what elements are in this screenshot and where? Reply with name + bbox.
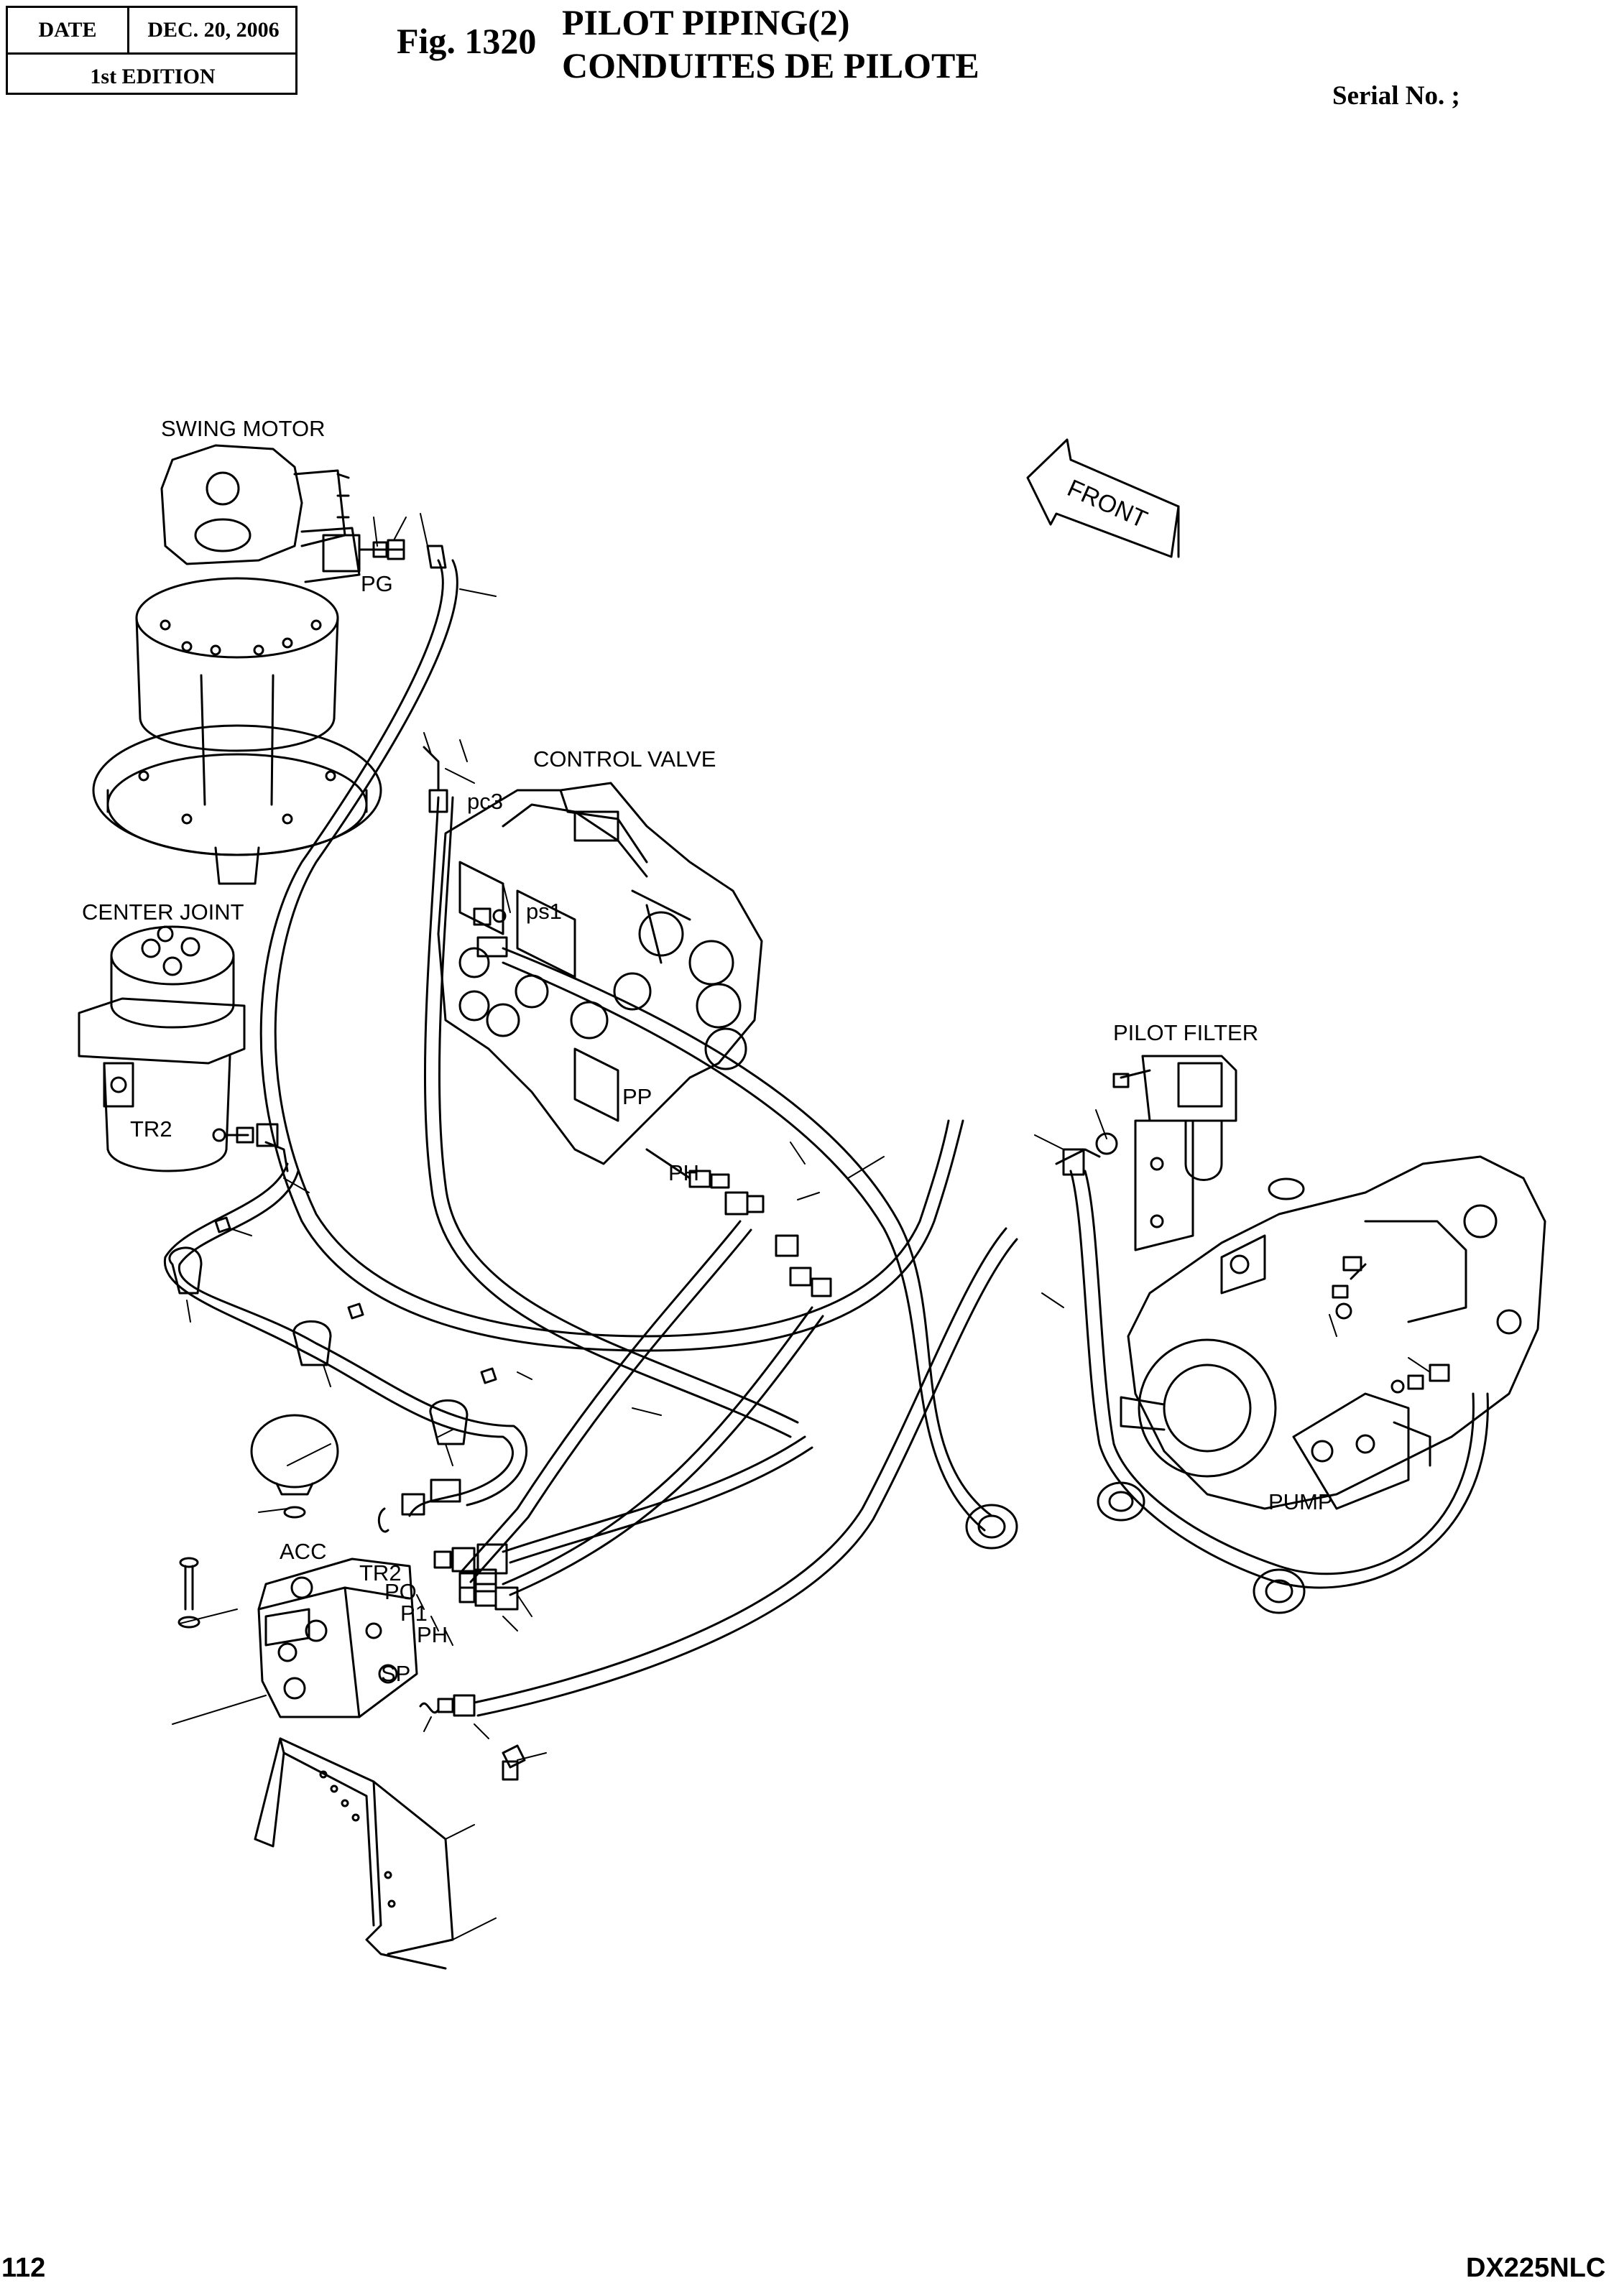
label-control-valve: CONTROL VALVE — [533, 746, 716, 772]
label-acc: ACC — [280, 1539, 326, 1564]
label-pc3: pc3 — [467, 789, 503, 814]
pilot-filter — [1112, 1055, 1237, 1251]
clamp-2 — [292, 1320, 332, 1366]
edition-label: 1st EDITION — [90, 65, 216, 88]
label-center-joint: CENTER JOINT — [82, 899, 244, 925]
front-arrow — [1026, 438, 1180, 558]
mounting-bracket — [254, 1737, 454, 1970]
title-english: PILOT PIPING(2) — [562, 2, 850, 42]
leader-lines-pg — [373, 513, 428, 547]
bracket-bolt — [502, 1744, 526, 1781]
page-number: 112 — [1, 2253, 46, 2283]
center-joint-fittings — [212, 1123, 289, 1172]
label-sp: SP — [381, 1661, 410, 1686]
clamp-4 — [965, 1504, 1018, 1550]
valve-fittings — [423, 746, 832, 1297]
header-divider-h — [8, 52, 295, 55]
swing-motor — [92, 444, 382, 885]
label-pump: PUMP — [1268, 1489, 1333, 1514]
header-divider-v — [127, 8, 129, 52]
small-bolts — [214, 1216, 497, 1384]
control-valve — [437, 782, 763, 1165]
pg-fitting — [358, 539, 447, 569]
label-pg: PG — [361, 571, 393, 596]
header-info-box: DATE DEC. 20, 2006 1st EDITION — [6, 6, 297, 95]
date-value: DEC. 20, 2006 — [147, 18, 280, 42]
hoses — [163, 559, 1489, 1717]
label-p1: P1 — [400, 1601, 428, 1626]
model-code: DX225NLC — [1466, 2253, 1606, 2283]
label-ph-block: PH — [417, 1622, 448, 1647]
label-pilot-filter: PILOT FILTER — [1113, 1020, 1258, 1045]
pump — [1120, 1155, 1546, 1510]
pilot-filter-fittings — [1055, 1132, 1118, 1176]
label-ps1: ps1 — [526, 899, 562, 924]
center-joint — [78, 925, 246, 1172]
label-swing-motor: SWING MOTOR — [161, 416, 325, 441]
leader-lines — [172, 588, 1431, 1940]
figure-number: Fig. 1320 — [397, 21, 537, 61]
clamp-6 — [1253, 1568, 1306, 1614]
date-label: DATE — [38, 18, 97, 42]
mounting-bolt — [177, 1557, 200, 1629]
accumulator — [250, 1414, 339, 1519]
block-fittings — [377, 1478, 519, 1717]
label-pp: PP — [622, 1084, 652, 1109]
label-tr2-joint: TR2 — [130, 1116, 172, 1142]
label-tr2-block: TR2 — [359, 1560, 402, 1586]
clamp-3 — [429, 1399, 469, 1445]
title-french: CONDUITES DE PILOTE — [562, 45, 979, 85]
label-ph-valve: PH — [668, 1160, 699, 1185]
serial-number: Serial No. ; — [1332, 81, 1460, 111]
clamp-1 — [168, 1246, 203, 1295]
pilot-manifold-block — [257, 1557, 418, 1718]
label-po: PO — [384, 1579, 417, 1604]
label-front: FRONT — [1064, 474, 1151, 533]
